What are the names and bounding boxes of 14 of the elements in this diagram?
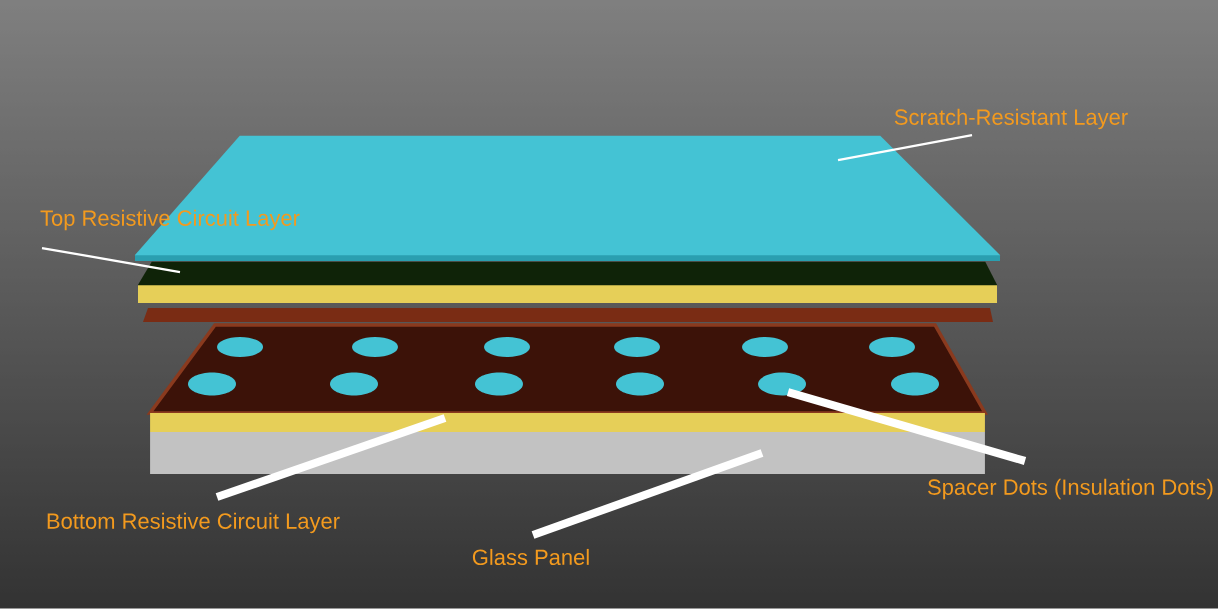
label: Scratch-Resistant Layer [894,108,1128,130]
label: Bottom Resistive Circuit Layer [47,512,340,534]
leader-line [41,246,181,274]
spacer-dot [758,372,806,396]
leader-line [837,133,973,162]
leader-line [531,449,764,539]
top-circuit-layer [137,261,998,286]
label: Top Resistive Circuit Layer [40,209,300,231]
label: Glass Panel [472,548,589,566]
leader-line [215,414,447,501]
glass-panel [150,432,985,474]
leader-line [786,388,1027,465]
bottom-circuit-layer [150,413,985,432]
label: Spacer Dots (Insulation Dots) [928,478,1213,500]
